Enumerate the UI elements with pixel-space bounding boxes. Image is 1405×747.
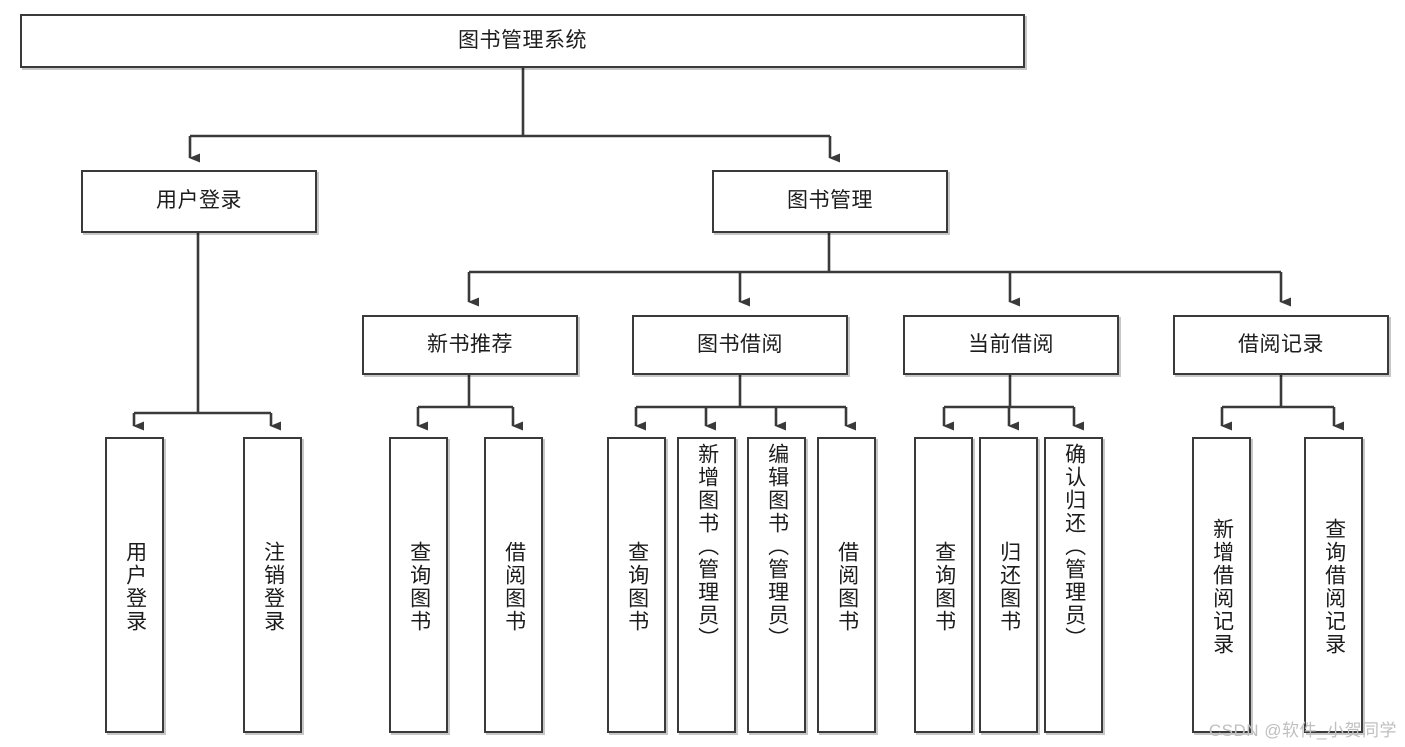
leaf-add-record[interactable]: 新增借阅记录 [1192,437,1251,733]
leaf-query-book-2[interactable]: 查询图书 [607,437,666,733]
node-root-label: 图书管理系统 [458,28,587,52]
leaf-confirm-return[interactable]: 确认归还（管理员） [1044,437,1103,733]
leaf-query-record[interactable]: 查询借阅记录 [1304,437,1363,733]
node-book-borrow[interactable]: 图书借阅 [632,315,848,375]
leaf-edit-book-label: 编辑图书（管理员） [765,443,789,650]
node-current-borrow[interactable]: 当前借阅 [903,315,1119,375]
leaf-borrow-book-1-label: 借阅图书 [502,541,526,633]
node-book-borrow-label: 图书借阅 [697,332,783,356]
node-book-management[interactable]: 图书管理 [712,170,948,233]
node-root[interactable]: 图书管理系统 [20,14,1025,68]
leaf-add-book-label: 新增图书（管理员） [695,443,719,650]
node-new-book-recommend-label: 新书推荐 [427,332,513,356]
leaf-return-book-label: 归还图书 [997,541,1021,633]
leaf-borrow-book-2[interactable]: 借阅图书 [817,437,876,733]
leaf-query-book-1-label: 查询图书 [407,541,431,633]
leaf-logout-login[interactable]: 注销登录 [243,437,302,733]
leaf-confirm-return-label: 确认归还（管理员） [1062,443,1086,650]
node-borrow-record[interactable]: 借阅记录 [1173,315,1389,375]
leaf-query-record-label: 查询借阅记录 [1322,518,1346,656]
node-borrow-record-label: 借阅记录 [1238,332,1324,356]
leaf-query-book-3[interactable]: 查询图书 [914,437,973,733]
node-user-login[interactable]: 用户登录 [81,170,317,233]
leaf-query-book-2-label: 查询图书 [625,541,649,633]
leaf-logout-login-label: 注销登录 [261,541,285,633]
node-user-login-label: 用户登录 [156,189,242,213]
node-current-borrow-label: 当前借阅 [968,332,1054,356]
leaf-add-record-label: 新增借阅记录 [1210,518,1234,656]
leaf-return-book[interactable]: 归还图书 [979,437,1038,733]
leaf-edit-book[interactable]: 编辑图书（管理员） [747,437,806,733]
leaf-borrow-book-2-label: 借阅图书 [835,541,859,633]
leaf-query-book-1[interactable]: 查询图书 [389,437,448,733]
node-new-book-recommend[interactable]: 新书推荐 [362,315,578,375]
leaf-add-book[interactable]: 新增图书（管理员） [677,437,736,733]
leaf-user-login-label: 用户登录 [123,541,147,633]
node-book-management-label: 图书管理 [787,189,873,213]
leaf-query-book-3-label: 查询图书 [932,541,956,633]
leaf-user-login[interactable]: 用户登录 [105,437,164,733]
leaf-borrow-book-1[interactable]: 借阅图书 [484,437,543,733]
